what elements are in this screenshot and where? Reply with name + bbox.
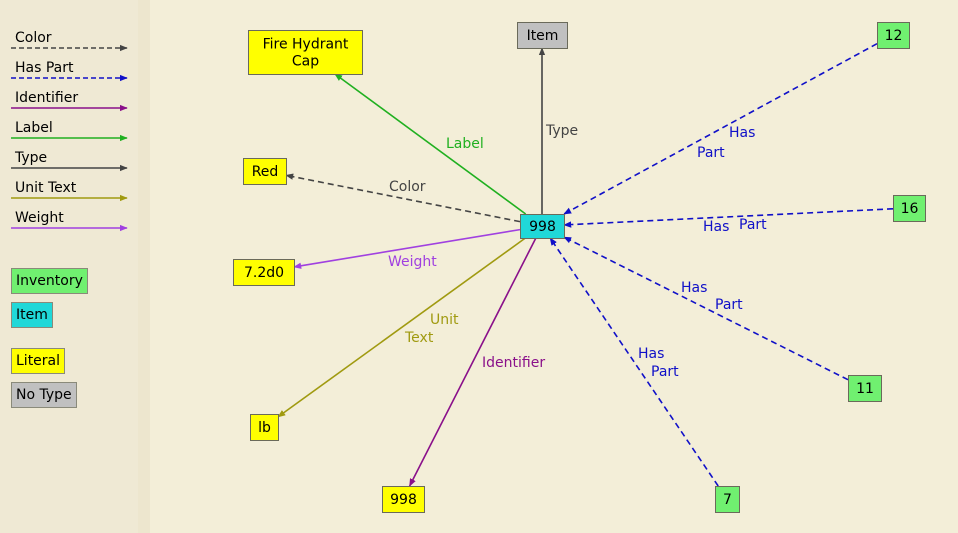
legend-edge-has-part: Has Part xyxy=(11,60,128,82)
legend-edge-label: Has Part xyxy=(15,60,74,76)
edge-layer xyxy=(277,43,894,487)
node-box xyxy=(250,414,279,441)
node-label: Cap xyxy=(292,54,319,70)
legend-edge-label: Identifier xyxy=(15,90,78,106)
node-box xyxy=(248,30,363,75)
node-box xyxy=(233,259,295,286)
edge-label-has-part: Has xyxy=(729,125,755,141)
node-box xyxy=(517,22,568,49)
edge-label-has-part: Part xyxy=(651,364,679,380)
legend-type-literal: Literal xyxy=(11,348,66,374)
edge-label-has-part: Part xyxy=(739,217,767,233)
edge-label-has-part: Has xyxy=(638,346,664,362)
edge-label-type: Type xyxy=(545,123,578,139)
node-box xyxy=(893,195,926,222)
node-label: 16 xyxy=(901,201,919,217)
node-box xyxy=(382,486,425,513)
node-n7[interactable]: 7 xyxy=(715,486,740,513)
legend-edge-label: Label xyxy=(15,120,53,136)
node-label: Fire Hydrant xyxy=(263,37,349,53)
edge-label-has-part: Has xyxy=(681,280,707,296)
node-label: 7.2d0 xyxy=(244,265,284,281)
node-label: Item xyxy=(527,28,559,44)
edge-label-identifier: Identifier xyxy=(482,355,545,371)
node-label: 7 xyxy=(723,492,732,508)
node-n11[interactable]: 11 xyxy=(848,375,882,402)
edge-unit-text-lb[interactable] xyxy=(277,237,526,418)
legend-type-no-type: No Type xyxy=(11,382,77,408)
edge-weight-weight[interactable] xyxy=(293,228,521,269)
edge-label-unit-text: Text xyxy=(404,330,434,346)
legend-edge-weight: Weight xyxy=(11,210,128,232)
edge-label-has-part: Part xyxy=(715,297,743,313)
edge-label-unit-text: Unit xyxy=(430,312,459,328)
node-label: 12 xyxy=(885,28,903,44)
legend-edge-label: Unit Text xyxy=(15,180,77,196)
legend-edge-unit-text: Unit Text xyxy=(11,180,128,202)
node-id998[interactable]: 998 xyxy=(382,486,425,513)
edge-label-has-part: Has xyxy=(703,219,729,235)
edge-has-part-n12[interactable] xyxy=(563,43,878,215)
legend-type-inventory: Inventory xyxy=(11,268,88,294)
node-n16[interactable]: 16 xyxy=(893,195,926,222)
edge-label-label: Label xyxy=(446,136,484,152)
node-n12[interactable]: 12 xyxy=(877,22,910,49)
legend-edge-identifier: Identifier xyxy=(11,90,128,112)
edge-has-part-n11[interactable] xyxy=(563,236,849,381)
legend-divider xyxy=(138,0,150,533)
node-box xyxy=(877,22,910,49)
node-weight[interactable]: 7.2d0 xyxy=(233,259,295,286)
legend-edge-type: Type xyxy=(11,150,128,172)
edge-identifier-id998[interactable] xyxy=(408,237,537,487)
edge-label-color: Color xyxy=(389,179,426,195)
legend-edge-color: Color xyxy=(11,30,128,52)
node-red[interactable]: Red xyxy=(243,158,287,185)
legend-edge-label: Label xyxy=(11,120,128,142)
legend-type-item: Item xyxy=(11,302,53,328)
node-box xyxy=(520,214,565,239)
node-box xyxy=(243,158,287,185)
edge-label-fhc[interactable] xyxy=(334,73,527,215)
edge-has-part-n16[interactable] xyxy=(563,207,894,228)
legend-edge-label: Weight xyxy=(15,210,64,226)
edge-label-has-part: Part xyxy=(697,145,725,161)
node-box xyxy=(715,486,740,513)
node-label: 11 xyxy=(856,381,874,397)
node-box xyxy=(848,375,882,402)
node-center-998[interactable]: 998 xyxy=(520,214,565,239)
node-item[interactable]: Item xyxy=(517,22,568,49)
edge-label-weight: Weight xyxy=(388,254,437,270)
node-label: 998 xyxy=(529,219,556,235)
node-lb[interactable]: lb xyxy=(250,414,279,441)
legend-edge-label: Color xyxy=(15,30,52,46)
node-label: 998 xyxy=(390,492,417,508)
legend-edge-label: Type xyxy=(14,150,47,166)
node-label: Red xyxy=(252,164,279,180)
node-label: lb xyxy=(258,420,271,436)
edge-has-part-n7[interactable] xyxy=(549,237,719,487)
